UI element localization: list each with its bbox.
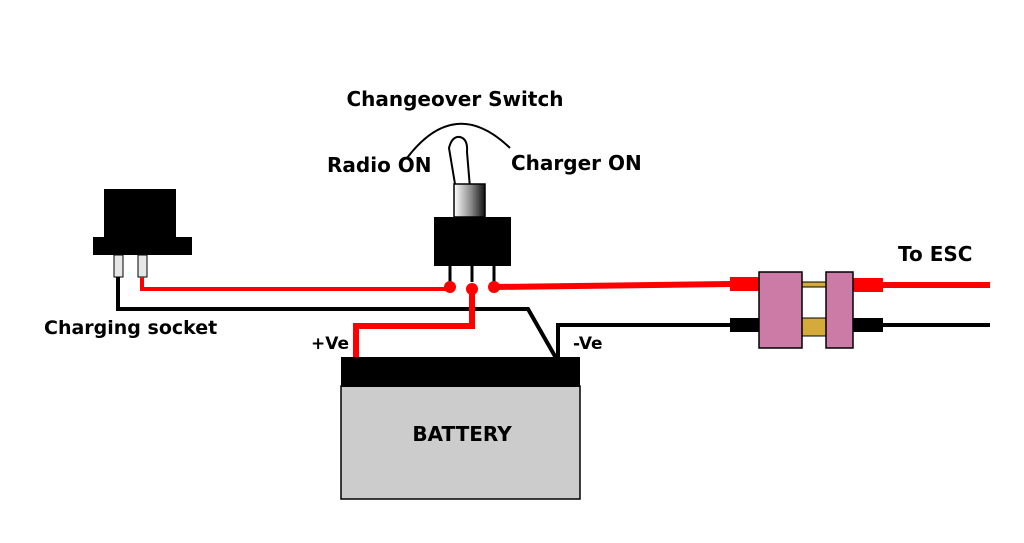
- connector-pin-top: [801, 281, 827, 288]
- connector-pin-bottom: [801, 317, 827, 337]
- battery-positive-wire: [353, 289, 475, 358]
- connector-housing-right: [825, 271, 854, 349]
- switch-throw-arc: [406, 122, 511, 159]
- battery-top: [341, 357, 580, 387]
- battery: [340, 357, 581, 500]
- battery-negative-wire: [556, 323, 730, 358]
- esc-connector: [758, 271, 854, 349]
- terminal-radio: [444, 281, 456, 293]
- positive-sleeve-left: [730, 277, 760, 291]
- switch-to-esc-wire: [493, 281, 731, 290]
- radio-on-label: Radio ON: [327, 153, 432, 177]
- positive-wires: [140, 277, 990, 358]
- negative-terminal-label: -Ve: [573, 334, 603, 354]
- socket-negative-wire: [116, 277, 558, 359]
- terminal-charger: [488, 281, 500, 293]
- charging-socket: [93, 189, 192, 278]
- negative-sleeve-left: [730, 318, 760, 332]
- battery-label: BATTERY: [412, 422, 512, 446]
- switch-title: Changeover Switch: [346, 87, 563, 111]
- switch-pins: [448, 266, 496, 282]
- socket-positive-wire: [140, 277, 450, 291]
- negative-sleeve-right: [853, 318, 883, 332]
- charging-socket-label: Charging socket: [44, 317, 217, 339]
- positive-terminal-label: +Ve: [311, 334, 349, 354]
- terminal-common: [466, 283, 478, 295]
- switch-body: [434, 217, 511, 266]
- negative-wires: [116, 277, 990, 359]
- to-esc-label: To ESC: [898, 242, 972, 266]
- charger-on-label: Charger ON: [511, 151, 642, 175]
- switch-terminals: [444, 281, 500, 295]
- connector-housing-left: [758, 271, 803, 349]
- switch-lever: [447, 135, 486, 218]
- battery-body: [340, 385, 581, 500]
- positive-sleeve-right: [853, 278, 883, 292]
